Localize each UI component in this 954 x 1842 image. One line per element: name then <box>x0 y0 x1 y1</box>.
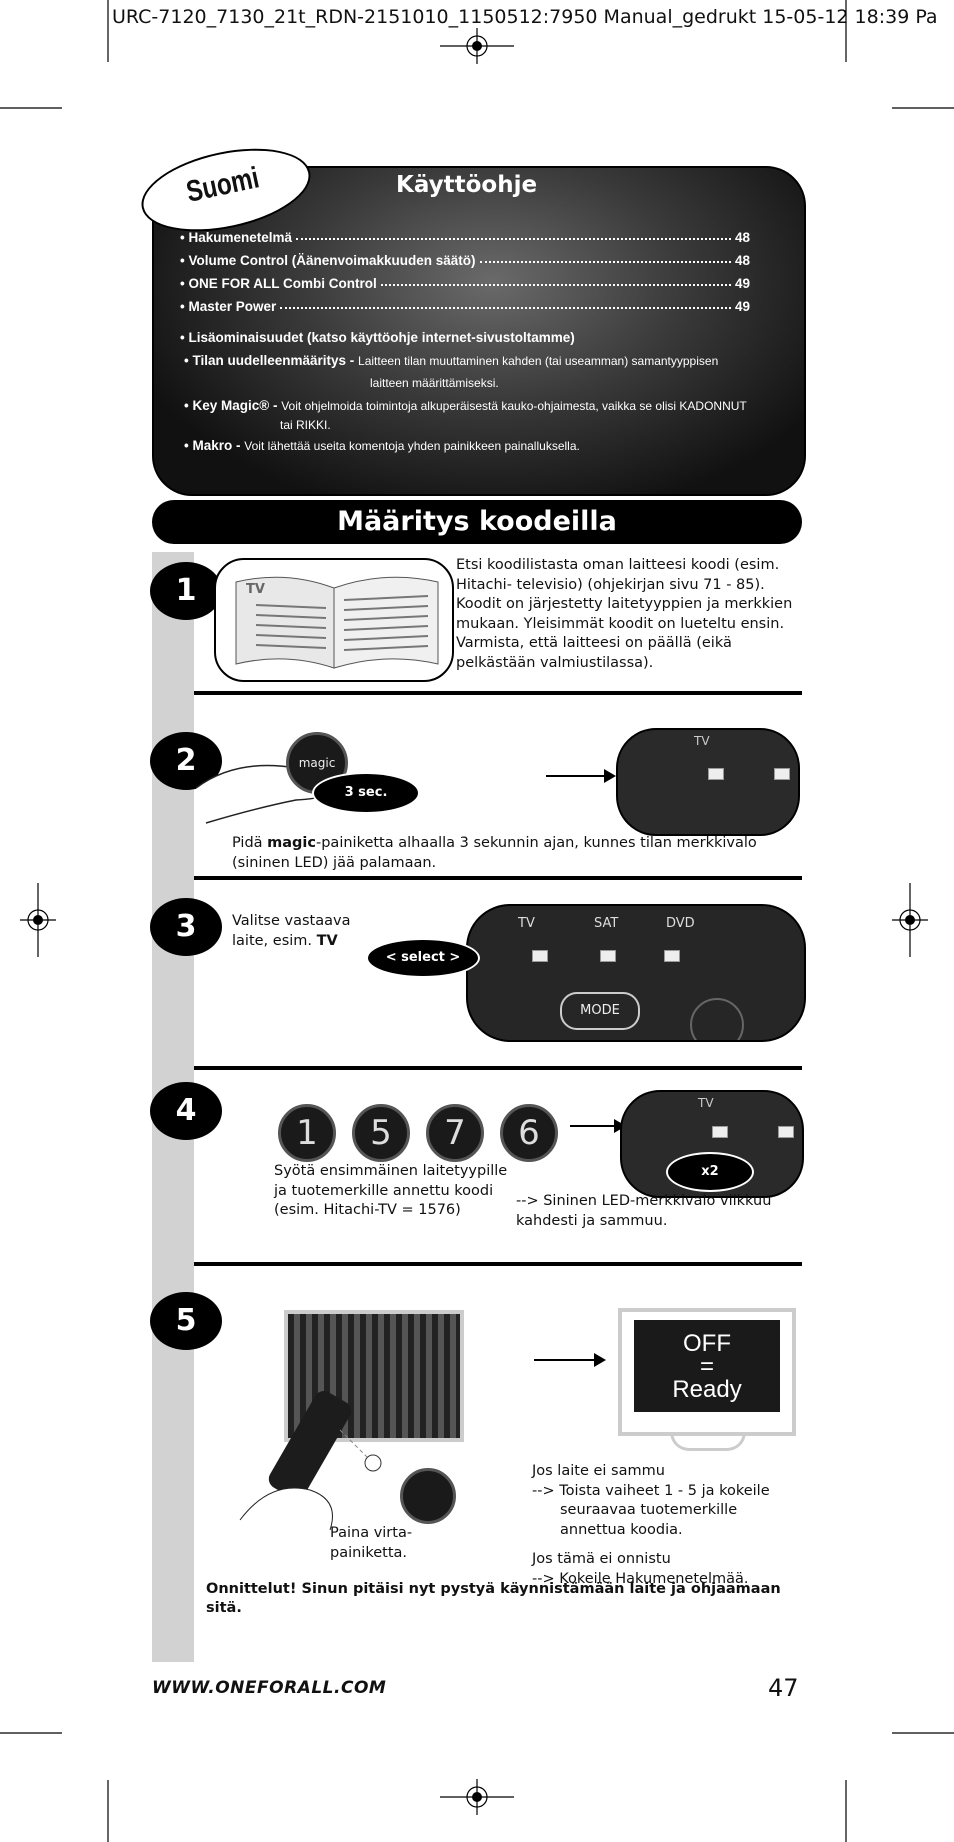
blink-count-pill: x2 <box>666 1152 754 1192</box>
registration-mark-left <box>20 883 56 957</box>
divider <box>194 691 802 695</box>
step-1-badge: 1 <box>150 562 222 620</box>
digit-key: 5 <box>352 1104 410 1162</box>
led-indicator <box>708 768 724 780</box>
registration-mark-top <box>440 28 514 64</box>
step-1-text: Etsi koodilistasta oman laitteesi koodi … <box>456 557 793 671</box>
book-tv-label: TV <box>246 582 265 597</box>
print-header: URC-7120_7130_21t_RDN-2151010_1150512:79… <box>112 6 938 28</box>
led-indicator <box>600 950 616 962</box>
mode-label: DVD <box>666 916 695 931</box>
divider <box>194 1262 802 1266</box>
registration-mark-right <box>892 883 928 957</box>
website-url: WWW.ONEFORALL.COM <box>152 1678 387 1698</box>
led-indicator <box>712 1126 728 1138</box>
power-key <box>400 1468 456 1524</box>
step-4-text: Syötä ensimmäinen laitetyypille ja tuote… <box>274 1163 508 1218</box>
step-4-badge: 4 <box>150 1082 222 1140</box>
step-2-text: Pidä magic-painiketta alhaalla 3 sekunni… <box>232 835 757 871</box>
divider <box>194 1066 802 1070</box>
arrow-icon <box>534 1353 606 1367</box>
mode-key: MODE <box>560 992 640 1030</box>
remote-led-closeup: TV <box>616 728 800 836</box>
device-label-tv: TV <box>698 1096 714 1110</box>
step-3-text: Valitse vastaava laite, esim. TV <box>232 913 351 949</box>
remote-hand-illustration <box>239 1391 382 1531</box>
mode-label: TV <box>518 916 535 931</box>
step-4-result: --> Sininen LED-merkkivalo vilkkuu kahde… <box>516 1193 772 1229</box>
manual-title: Käyttöohje <box>396 172 538 198</box>
led-indicator <box>774 768 790 780</box>
toc-panel <box>152 166 806 496</box>
code-book-image: TV <box>214 558 454 682</box>
tv-stand <box>670 1432 746 1451</box>
step-5-badge: 5 <box>150 1292 222 1350</box>
tv-off-image: OFF=Ready <box>618 1308 796 1436</box>
arrow-icon <box>546 769 616 783</box>
digit-key: 1 <box>278 1104 336 1162</box>
round-key <box>690 998 744 1040</box>
page-number: 47 <box>768 1674 799 1702</box>
arrow-icon <box>570 1119 626 1133</box>
step-3-badge: 3 <box>150 898 222 956</box>
congrats-text: Onnittelut! Sinun pitäisi nyt pystyä käy… <box>206 1581 781 1616</box>
remote-led-closeup: TV <box>620 1090 804 1198</box>
device-label-tv: TV <box>694 734 710 748</box>
select-pill: < select > <box>366 938 480 978</box>
duration-pill: 3 sec. <box>312 772 420 814</box>
digit-key: 7 <box>426 1104 484 1162</box>
remote-mode-closeup: TV SAT DVD MODE <box>466 904 806 1042</box>
led-indicator <box>532 950 548 962</box>
led-indicator <box>778 1126 794 1138</box>
step-5-fallback: Jos laite ei sammu --> Toista vaiheet 1 … <box>532 1463 770 1587</box>
led-indicator <box>664 950 680 962</box>
section-title: Määritys koodeilla <box>152 500 802 544</box>
digit-key: 6 <box>500 1104 558 1162</box>
divider <box>194 876 802 880</box>
mode-label: SAT <box>594 916 619 931</box>
registration-mark-bottom <box>440 1779 514 1815</box>
press-power-text: Paina virta-painiketta. <box>330 1525 413 1561</box>
